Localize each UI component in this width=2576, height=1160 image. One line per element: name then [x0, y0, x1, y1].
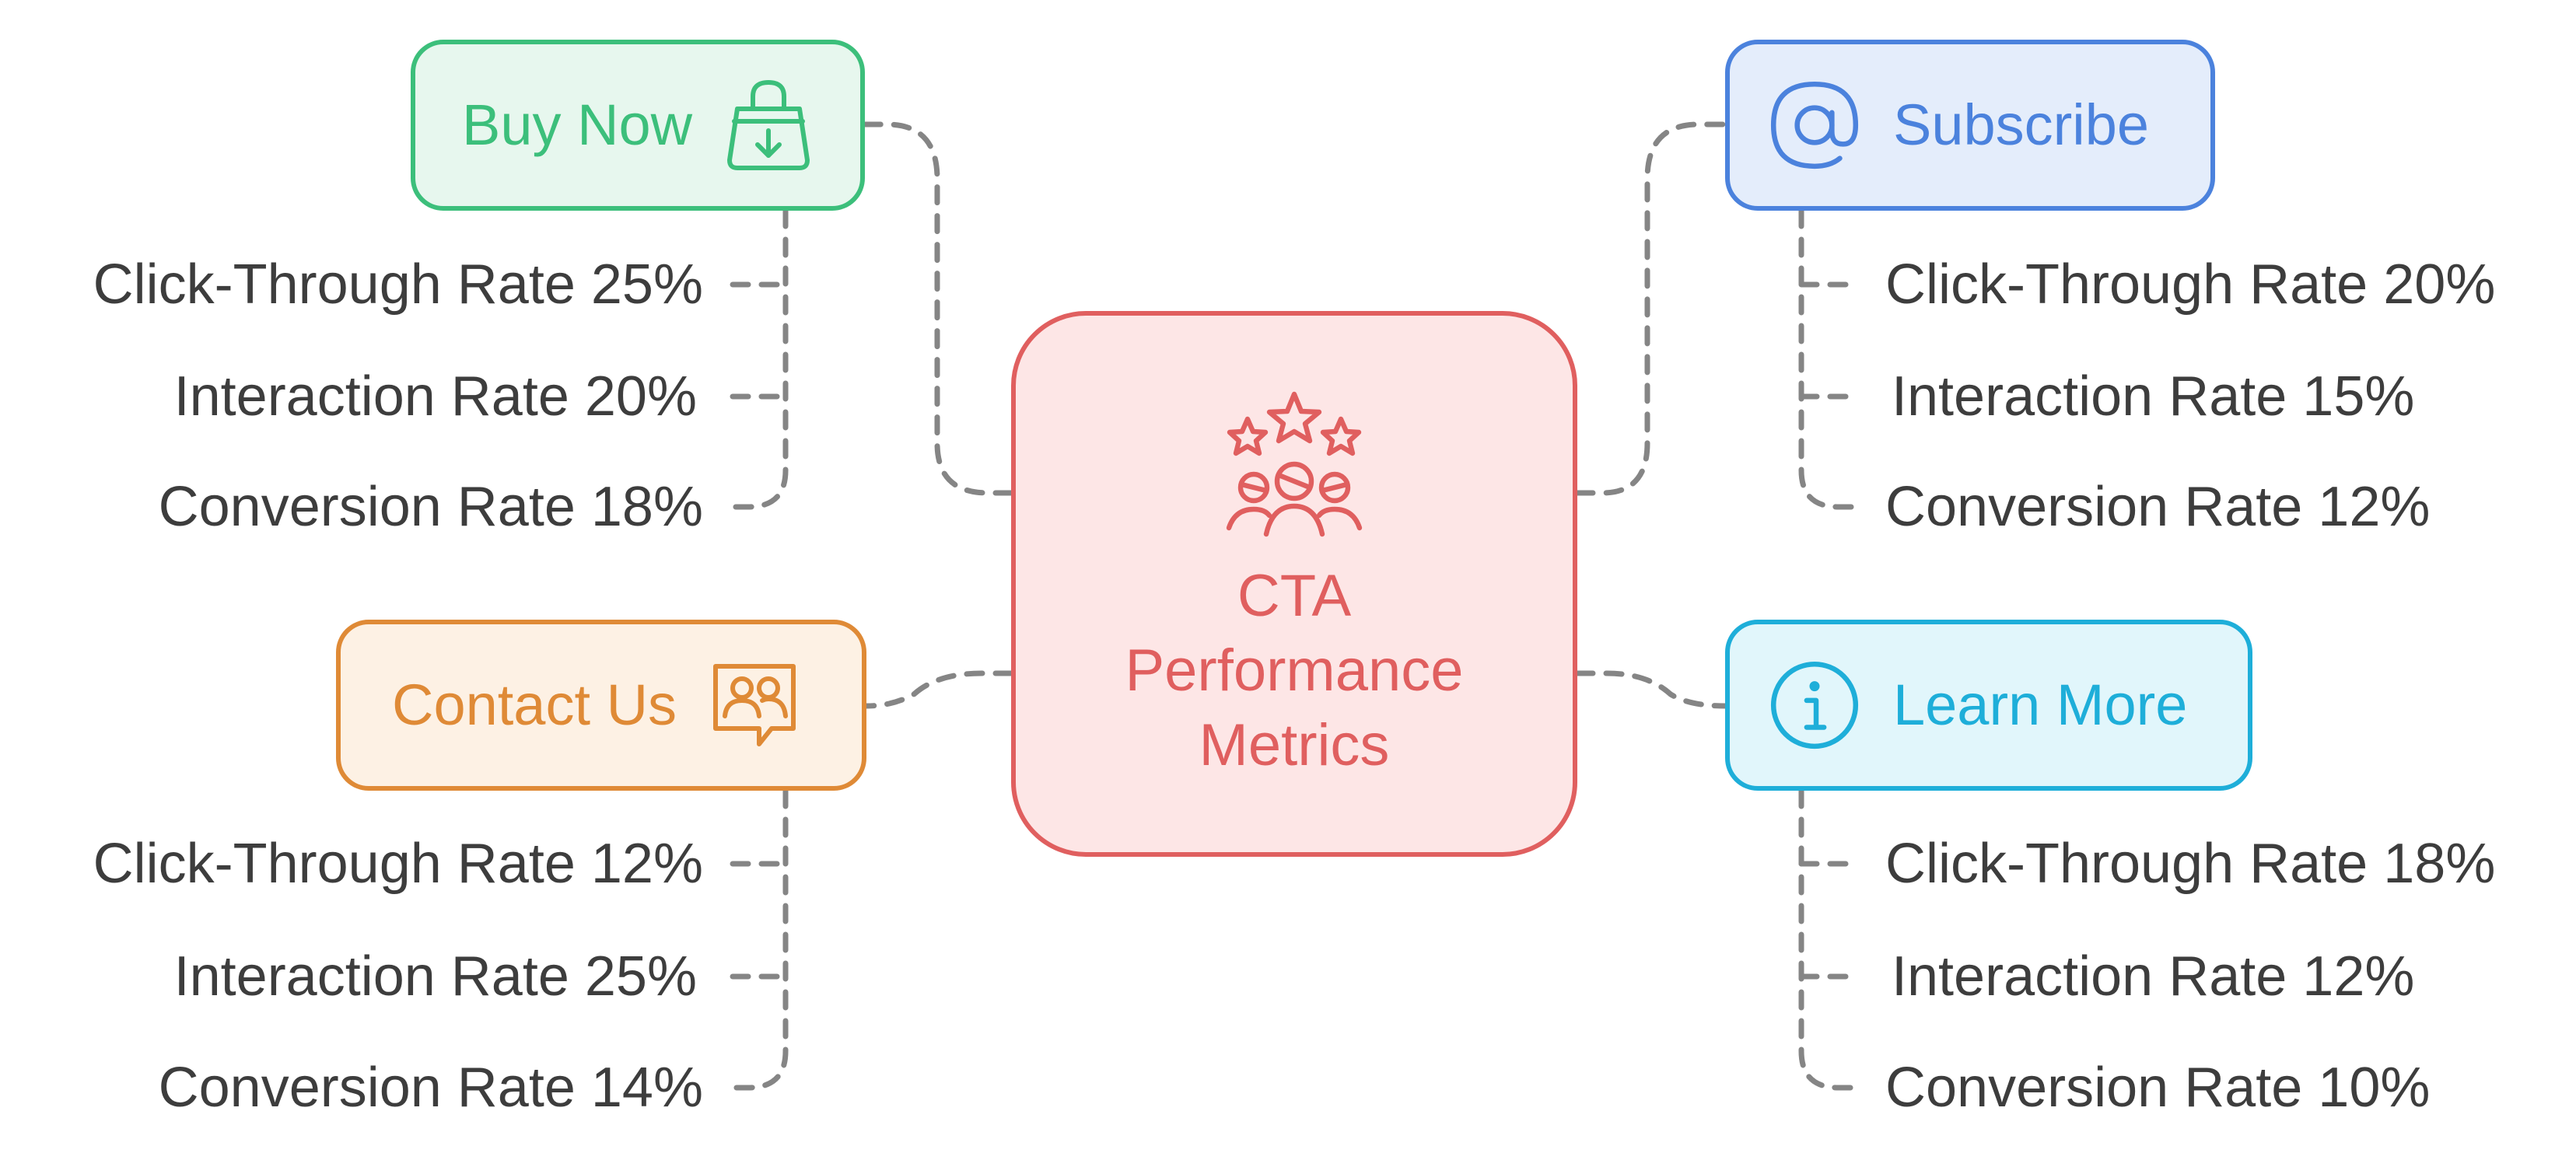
contact-us-interaction-rate: Interaction Rate 25%	[173, 945, 697, 1008]
at-sign-icon	[1770, 81, 1859, 169]
learn-more-conversion-rate: Conversion Rate 10%	[1885, 1057, 2431, 1119]
buy-now-node: Buy Now	[411, 40, 865, 211]
buy-now-conversion-rate: Conversion Rate 18%	[158, 476, 703, 538]
learn-more-node: Learn More	[1725, 620, 2252, 791]
connector-buy-now-trunk	[730, 208, 789, 510]
connector-contact-us-trunk	[730, 788, 789, 1091]
subscribe-click-through-rate: Click-Through Rate 20%	[1885, 253, 2496, 316]
subscribe-conversion-rate: Conversion Rate 12%	[1885, 476, 2431, 538]
rating-audience-icon	[1226, 392, 1363, 537]
contact-us-node: Contact Us	[336, 620, 866, 791]
connector-learn-more-trunk	[1798, 788, 1857, 1091]
learn-more-click-through-rate: Click-Through Rate 18%	[1885, 833, 2496, 895]
learn-more-interaction-rate: Interaction Rate 12%	[1892, 945, 2415, 1008]
chat-users-icon	[713, 664, 796, 746]
buy-now-interaction-rate: Interaction Rate 20%	[173, 365, 697, 428]
subscribe-node: Subscribe	[1725, 40, 2215, 211]
contact-us-label: Contact Us	[392, 673, 677, 737]
contact-us-conversion-rate: Conversion Rate 14%	[158, 1057, 703, 1119]
learn-more-label: Learn More	[1893, 673, 2188, 737]
contact-us-click-through-rate: Click-Through Rate 12%	[93, 833, 703, 895]
info-icon	[1770, 661, 1859, 749]
buy-now-click-through-rate: Click-Through Rate 25%	[93, 253, 703, 316]
shopping-bag-download-icon	[727, 80, 810, 170]
buy-now-label: Buy Now	[462, 93, 693, 157]
center-node: CTA Performance Metrics	[1011, 311, 1577, 857]
subscribe-label: Subscribe	[1893, 93, 2150, 157]
connector-center-contact-us	[863, 670, 1014, 709]
connector-subscribe-trunk	[1798, 208, 1857, 510]
subscribe-interaction-rate: Interaction Rate 15%	[1892, 365, 2415, 428]
connector-center-subscribe	[1574, 121, 1728, 496]
center-title: CTA Performance Metrics	[1125, 563, 1464, 778]
connector-center-buy-now	[862, 121, 1014, 496]
connector-center-learn-more	[1574, 670, 1728, 709]
